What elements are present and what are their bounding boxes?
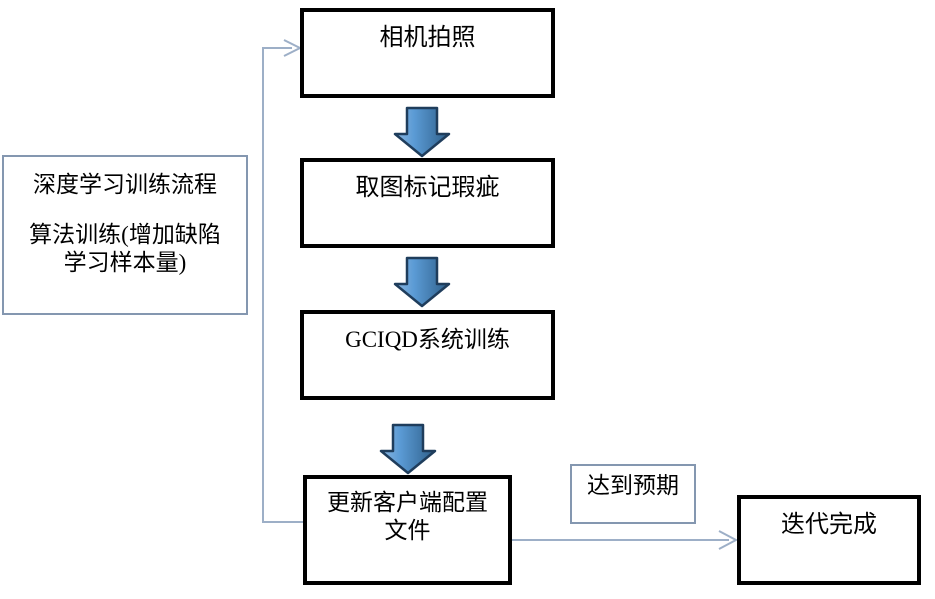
- node-update-client-config-label: 更新客户端配置 文件: [327, 490, 488, 544]
- feedback-connector: [262, 39, 303, 523]
- node-iteration-complete[interactable]: 迭代完成: [737, 495, 921, 585]
- panel-training-description: 深度学习训练流程 算法训练(增加缺陷 学习样本量): [2, 155, 248, 315]
- node-iteration-complete-label: 迭代完成: [781, 512, 877, 538]
- node-meets-expectation: 达到预期: [570, 464, 696, 524]
- node-meets-expectation-label: 达到预期: [587, 473, 679, 498]
- node-gciqd-training-label: GCIQD系统训练: [345, 327, 510, 352]
- node-gciqd-training[interactable]: GCIQD系统训练: [300, 310, 555, 400]
- success-connector: [512, 530, 739, 550]
- node-camera[interactable]: 相机拍照: [300, 8, 555, 98]
- down-arrow-mark-to-train: [393, 256, 451, 308]
- node-update-client-config[interactable]: 更新客户端配置 文件: [303, 475, 512, 585]
- node-mark-defects[interactable]: 取图标记瑕疵: [300, 158, 555, 248]
- down-arrow-train-to-update: [379, 423, 437, 475]
- panel-training-line1: 深度学习训练流程: [33, 172, 217, 197]
- node-mark-defects-label: 取图标记瑕疵: [355, 175, 500, 201]
- node-camera-label: 相机拍照: [379, 25, 476, 51]
- down-arrow-camera-to-mark: [393, 106, 451, 158]
- panel-training-line2: 算法训练(增加缺陷 学习样本量): [29, 222, 221, 276]
